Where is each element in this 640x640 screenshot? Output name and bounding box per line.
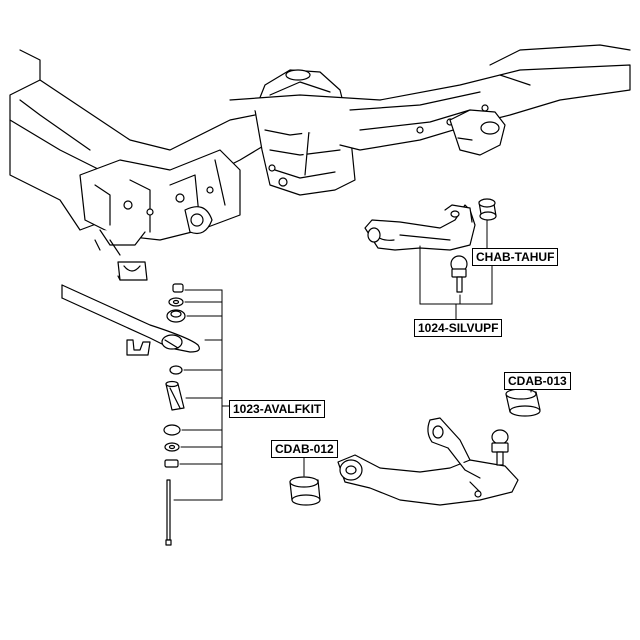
upper-callout-lines [419,219,493,320]
stabilizer-bar[interactable] [61,284,200,353]
lower-ball-joint[interactable] [491,429,509,466]
label-1023-avalfkit[interactable]: 1023-AVALFKIT [229,400,326,418]
lower-control-arm[interactable] [337,417,519,506]
stabilizer-bushing-top[interactable] [117,261,148,281]
label-cdab-012[interactable]: CDAB-012 [271,440,338,458]
upper-ball-joint[interactable] [450,255,468,293]
upper-control-arm[interactable] [364,204,476,251]
avalfkit-bracket-lines [173,289,231,501]
label-chab-tahuf[interactable]: CHAB-TAHUF [472,248,559,266]
lower-arm-bushing-012[interactable] [289,476,321,506]
upper-arm-bushing[interactable] [478,198,497,221]
stabilizer-bushing-bracket[interactable] [126,339,151,356]
label-1024-silvupf[interactable]: 1024-SILVUPF [414,319,503,337]
label-cdab-013[interactable]: CDAB-013 [504,372,571,390]
vehicle-frame [9,44,631,256]
lower-arm-bushing-013[interactable] [505,388,541,417]
link-kit-stack[interactable] [163,283,186,546]
